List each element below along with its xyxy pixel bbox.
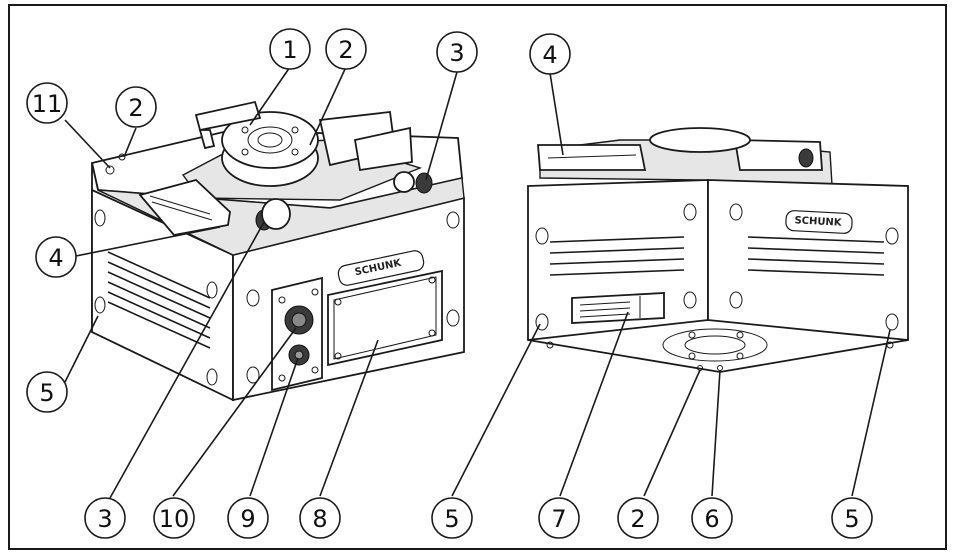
callout-10: 10 [153, 497, 195, 539]
callout-4-right: 4 [529, 33, 571, 75]
svg-text:5: 5 [444, 505, 459, 533]
svg-text:3: 3 [449, 39, 464, 67]
svg-text:9: 9 [240, 505, 255, 533]
callout-3-top: 3 [436, 31, 478, 73]
svg-text:7: 7 [551, 505, 566, 533]
svg-text:2: 2 [630, 505, 645, 533]
callout-6: 6 [691, 497, 733, 539]
callout-2-top: 2 [325, 28, 367, 70]
svg-text:4: 4 [48, 244, 63, 272]
svg-text:2: 2 [128, 94, 143, 122]
callout-5-right: 5 [831, 497, 873, 539]
svg-text:5: 5 [844, 505, 859, 533]
callout-4-left: 4 [35, 236, 77, 278]
callout-11: 11 [26, 82, 68, 124]
callout-9: 9 [227, 497, 269, 539]
callout-8: 8 [299, 497, 341, 539]
brand-text: SCHUNK [794, 215, 843, 229]
leader-lines [64, 66, 891, 499]
svg-text:5: 5 [39, 379, 54, 407]
callout-3-bottom: 3 [84, 497, 126, 539]
svg-text:2: 2 [338, 36, 353, 64]
callout-2-left: 2 [115, 86, 157, 128]
svg-text:3: 3 [97, 505, 112, 533]
svg-text:6: 6 [704, 505, 719, 533]
svg-text:1: 1 [282, 36, 297, 64]
callout-5-mid: 5 [431, 497, 473, 539]
callout-2-bottom: 2 [617, 497, 659, 539]
left-module-illustration: SCHUNK [90, 100, 465, 402]
svg-text:10: 10 [159, 505, 190, 533]
svg-text:4: 4 [542, 41, 557, 69]
callout-5-left: 5 [26, 371, 68, 413]
brand-badge-right: SCHUNK [785, 210, 853, 234]
callouts: 1 2 3 11 2 4 5 3 [26, 28, 873, 539]
callout-7: 7 [538, 497, 580, 539]
svg-text:8: 8 [312, 505, 327, 533]
brand-badge-left: SCHUNK [337, 250, 425, 286]
right-module-illustration: SCHUNK [527, 127, 909, 373]
callout-1: 1 [269, 28, 311, 70]
svg-text:11: 11 [32, 90, 63, 118]
drawing-border [8, 4, 947, 550]
